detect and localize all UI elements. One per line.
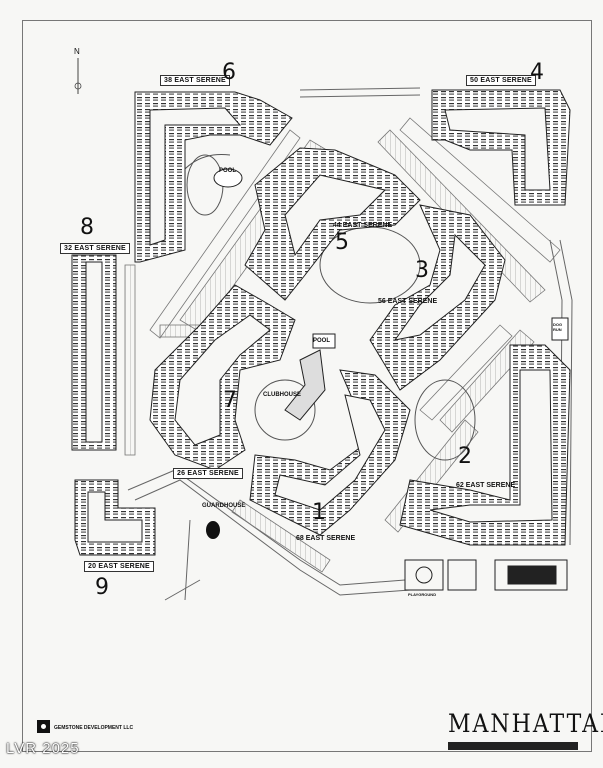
building-50: [431, 89, 571, 206]
north-label: N: [74, 47, 80, 56]
label-20-east-serene: 20 EAST SERENE: [84, 561, 154, 572]
label-44-east-serene: 44 EAST SERENE: [333, 222, 393, 229]
watermark: LVR 2025: [6, 740, 80, 757]
label-clubhouse: CLUBHOUSE: [263, 392, 302, 398]
map-frame: [22, 20, 592, 752]
building-62: [399, 344, 571, 546]
label-32-east-serene: 32 EAST SERENE: [60, 243, 130, 254]
pool-west: [213, 168, 243, 188]
building-68: [249, 369, 411, 536]
handwritten-number-8: 8: [80, 215, 94, 240]
handwritten-number-1: 1: [312, 500, 326, 525]
building-56: [369, 204, 506, 391]
label-guardhouse: GUARDHOUSE: [202, 503, 246, 509]
handwritten-number-4: 4: [530, 60, 544, 85]
playground-area: [404, 559, 568, 591]
handwritten-number-2: 2: [458, 444, 472, 469]
dog-run-area: [551, 317, 569, 341]
handwritten-number-5: 5: [335, 230, 349, 255]
building-32: [71, 254, 117, 451]
logo-underline: [448, 742, 578, 750]
label-pool-central: POOL: [313, 338, 331, 344]
developer-name: GEMSTONE DEVELOPMENT LLC: [54, 725, 134, 731]
label-pool-west: POOL: [219, 168, 237, 174]
north-arrow-icon: [74, 58, 82, 94]
label-38-east-serene: 38 EAST SERENE: [160, 75, 230, 86]
handwritten-number-6: 6: [222, 60, 236, 85]
guardhouse-icon: [206, 521, 220, 539]
label-68-east-serene: 68 EAST SERENE: [296, 535, 356, 542]
building-38: [134, 91, 293, 263]
building-20: [74, 479, 156, 556]
building-44: [244, 147, 421, 301]
label-56-east-serene: 56 EAST SERENE: [378, 298, 438, 305]
handwritten-number-9: 9: [95, 575, 109, 600]
label-50-east-serene: 50 EAST SERENE: [466, 75, 536, 86]
handwritten-number-3: 3: [415, 258, 429, 283]
manhattan-logo: MANHATTAN: [448, 710, 603, 739]
label-dog-run: DOG RUN: [553, 322, 563, 332]
developer-logo-icon: [37, 720, 50, 733]
building-26: [149, 284, 296, 471]
label-62-east-serene: 62 EAST SERENE: [456, 482, 516, 489]
label-playground: PLAYGROUND: [408, 592, 437, 597]
clubhouse-building: [284, 333, 336, 421]
label-26-east-serene: 26 EAST SERENE: [173, 468, 243, 479]
handwritten-number-7: 7: [223, 388, 237, 413]
